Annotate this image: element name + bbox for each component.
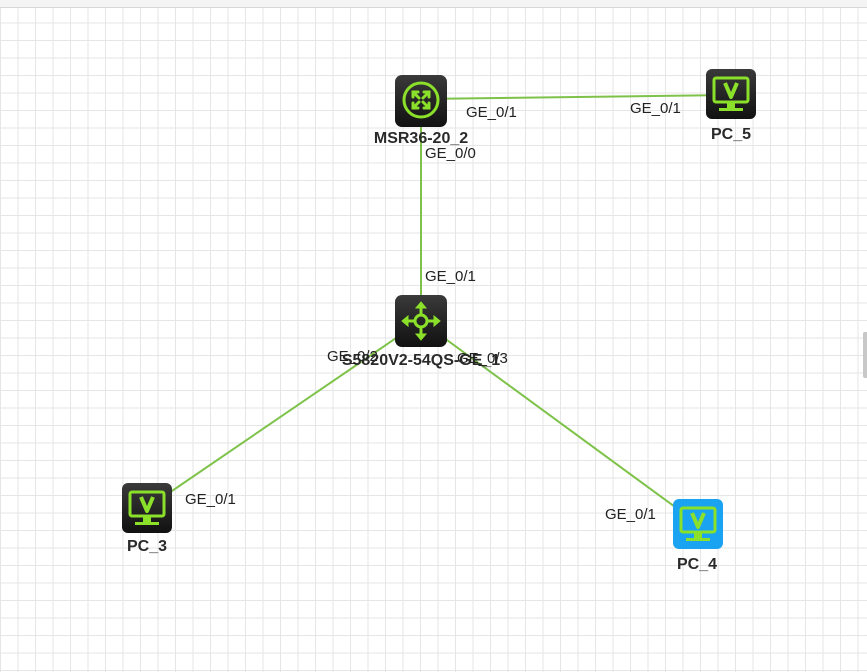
switch-device[interactable] [394,294,448,348]
router-name: MSR36-20_2 [373,130,469,147]
switch-name: S5820V2-54QS-GE_1 [341,352,501,369]
pc3-device[interactable] [121,482,175,536]
port-label-switch-ge02: GE_0/2 [327,348,378,365]
pc5-name: PC_5 [710,126,752,143]
pc-icon [122,483,172,533]
pc4-name: PC_4 [676,556,718,573]
port-label-pc4-ge01: GE_0/1 [605,506,656,523]
port-label-switch-ge03: GE_0/3 [457,350,508,367]
pc-icon [706,69,756,119]
port-label-switch-ge01: GE_0/1 [425,268,476,285]
port-label-router-ge01: GE_0/1 [466,104,517,121]
switch-icon [395,295,447,347]
pc5-device[interactable] [705,68,759,122]
link-router-pc5[interactable] [420,94,732,100]
side-scroll-handle[interactable] [863,332,867,378]
port-label-pc5-ge01: GE_0/1 [630,100,681,117]
link-switch-pc4[interactable] [420,320,698,524]
pc-icon [673,499,723,549]
pc4-device[interactable] [672,498,726,552]
link-switch-pc3[interactable] [146,320,422,509]
port-label-pc3-ge01: GE_0/1 [185,491,236,508]
router-icon [395,75,447,127]
pc3-name: PC_3 [126,538,168,555]
router-device[interactable] [394,74,448,128]
port-label-router-ge00: GE_0/0 [425,145,476,162]
canvas-top-border [0,0,867,8]
